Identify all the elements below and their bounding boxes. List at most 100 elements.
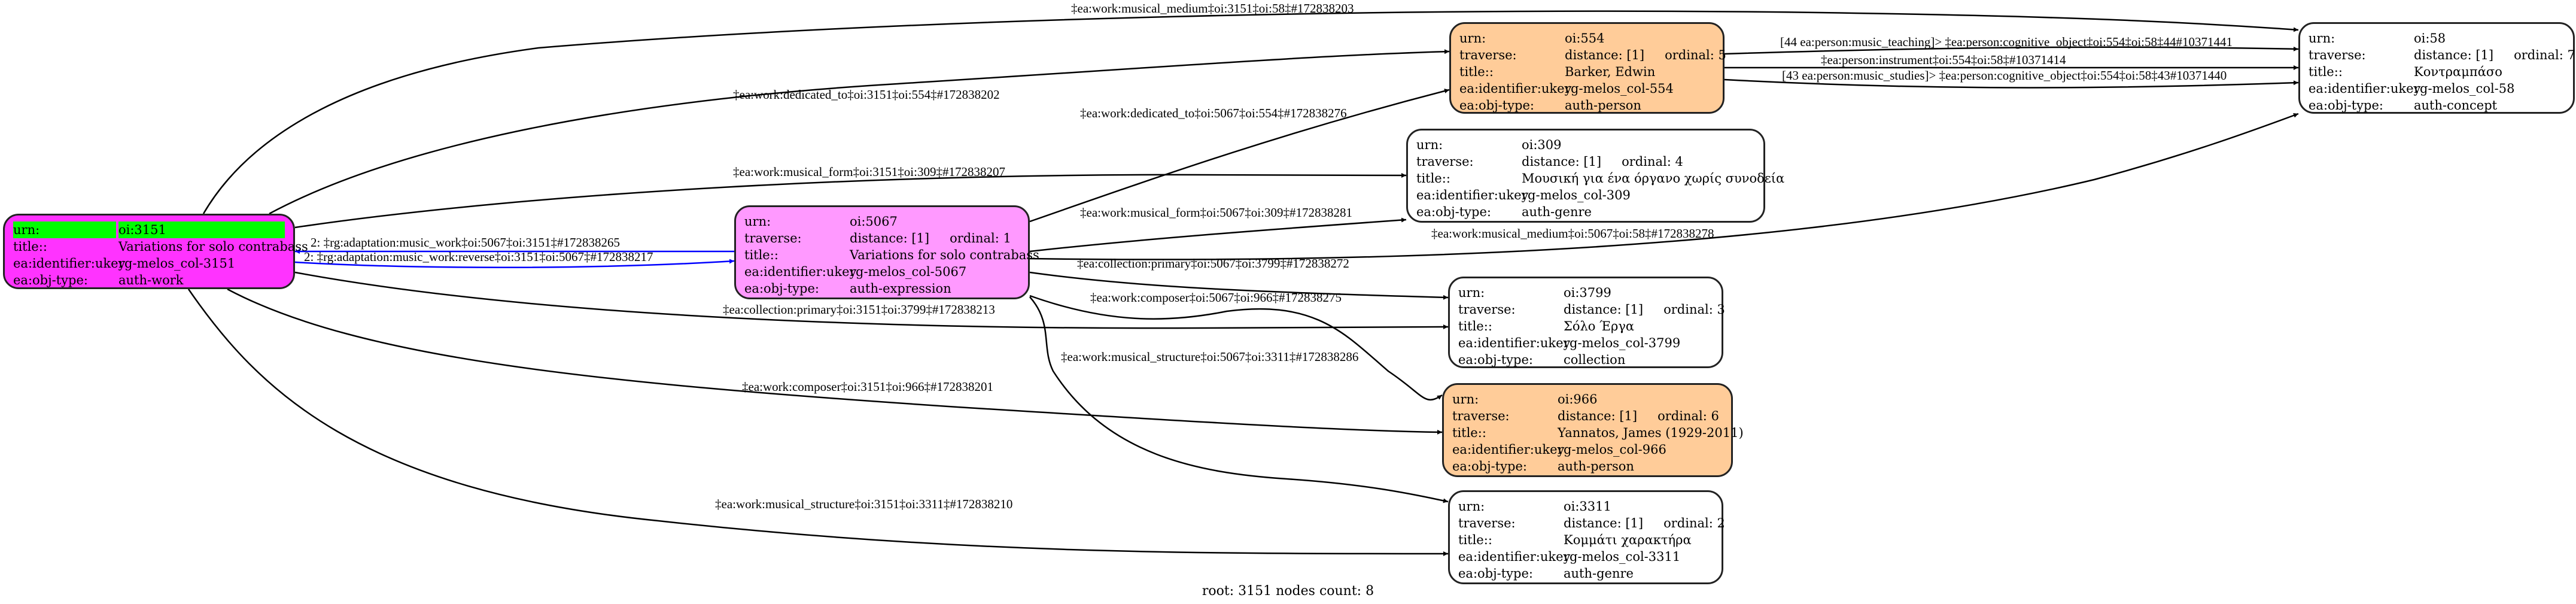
field-value-text: oi:58	[2414, 31, 2446, 45]
field-ordinal: ordinal: 1	[950, 231, 1011, 245]
field-key: ea:identifier:ukey	[1459, 81, 1572, 96]
field-key: traverse:	[1458, 302, 1516, 317]
edge-3151-to-5067	[294, 259, 735, 269]
edge-554-to-58	[1724, 78, 2299, 89]
field-value-text: Yannatos, James (1929-2011)	[1558, 426, 1744, 440]
node-field-row: urn: oi:5067	[744, 213, 1020, 230]
field-key: title::	[2309, 65, 2343, 79]
field-value: Μουσική για ένα όργανο χωρίς συνοδεία	[1522, 170, 1784, 187]
field-value-text: Σόλο Έργα	[1564, 319, 1635, 333]
field-value: auth-genre	[1564, 565, 1713, 582]
node-field-row: title::Μουσική για ένα όργανο χωρίς συνο…	[1416, 170, 1784, 187]
field-value: distance: [1]ordinal: 6	[1558, 408, 1723, 424]
edge-5067-to-3311	[1029, 296, 1449, 503]
field-value-text: rg-melos_col-5067	[850, 265, 967, 279]
edge-label: 2: ‡rg:adaptation:music_work‡oi:5067‡oi:…	[311, 235, 620, 250]
field-value-text: rg-melos_col-3151	[118, 256, 236, 271]
field-value-text: distance: [1]	[2414, 48, 2494, 62]
field-key: ea:obj-type:	[744, 281, 819, 296]
field-key: ea:obj-type:	[13, 273, 88, 287]
field-value: distance: [1]ordinal: 3	[1564, 301, 1725, 318]
field-key: title::	[1459, 65, 1494, 79]
field-value-text: distance: [1]	[1564, 516, 1644, 530]
field-value: distance: [1]ordinal: 7	[2414, 47, 2575, 63]
field-value: oi:3311	[1564, 498, 1713, 515]
field-key: traverse:	[2309, 48, 2366, 62]
field-value: oi:58	[2414, 30, 2565, 47]
edge-label: ‡ea:work:musical_medium‡oi:5067‡oi:58‡#1…	[1431, 226, 1714, 241]
field-value-text: rg-melos_col-58	[2414, 81, 2515, 96]
field-value-text: Barker, Edwin	[1565, 65, 1656, 79]
field-value-text: oi:309	[1522, 138, 1562, 152]
field-key: title::	[13, 239, 47, 254]
field-value-text: distance: [1]	[1565, 48, 1645, 62]
field-value-text: Variations for solo contrabass	[850, 248, 1039, 262]
edge-label: [43 ea:person:music_studies]> ‡ea:person…	[1782, 68, 2227, 83]
edge-3151-to-309	[294, 172, 1407, 229]
node-field-row: ea:obj-type: auth-work	[13, 272, 285, 289]
edge-5067-to-309	[1029, 217, 1407, 253]
field-key: traverse:	[1416, 154, 1474, 169]
field-value: auth-genre	[1522, 204, 1755, 220]
edge-label: ‡ea:work:composer‡oi:5067‡oi:966‡#172838…	[1090, 290, 1342, 305]
field-value-text: rg-melos_col-3799	[1564, 336, 1681, 350]
field-value: distance: [1]ordinal: 4	[1522, 153, 1755, 170]
field-key: traverse:	[744, 231, 802, 245]
field-key: title::	[744, 248, 778, 262]
field-key: title::	[1416, 171, 1450, 186]
field-value: oi:3799	[1564, 284, 1713, 301]
edge-label: ‡ea:work:musical_form‡oi:5067‡oi:309‡#17…	[1080, 205, 1352, 220]
node-oi-3799[interactable]: urn: oi:3799 traverse: distance: [1]ordinal…	[1448, 277, 1725, 368]
field-key: ea:obj-type:	[1452, 459, 1527, 474]
field-value-text: auth-person	[1558, 459, 1634, 474]
node-field-row: ea:obj-type:auth-person	[1459, 97, 1714, 114]
field-value-text: oi:3151	[118, 223, 166, 237]
node-field-row: title::Variations for solo contrabass	[744, 247, 1039, 263]
node-field-row: ea:obj-type:collection	[1458, 351, 1713, 368]
field-key: urn:	[1458, 286, 1485, 300]
field-value-text: auth-concept	[2414, 98, 2498, 113]
field-key: title::	[1458, 533, 1492, 547]
node-field-row: title::Σόλο Έργα	[1458, 318, 1713, 335]
field-ordinal: ordinal: 5	[1665, 48, 1726, 62]
node-field-row: ea:obj-type:auth-concept	[2309, 97, 2565, 114]
edge-3151-to-554	[269, 49, 1450, 215]
node-field-row: ea:obj-type: auth-person	[1452, 458, 1723, 475]
field-value: auth-person	[1565, 97, 1714, 114]
node-oi-5067[interactable]: urn: oi:5067 traverse: distance: [1] ordinal…	[734, 205, 1039, 299]
field-value-text: auth-work	[118, 273, 184, 287]
field-value: distance: [1]ordinal: 2	[1564, 515, 1725, 532]
node-field-row: ea:obj-type:auth-genre	[1416, 204, 1755, 220]
node-field-row: traverse:distance: [1]ordinal: 6	[1452, 408, 1723, 424]
edge-label: ‡ea:work:composer‡oi:3151‡oi:966‡#172838…	[742, 380, 993, 394]
edge-label: [44 ea:person:music_teaching]> ‡ea:perso…	[1780, 35, 2233, 49]
field-key: title::	[1452, 426, 1486, 440]
field-key: ea:identifier:ukey	[1416, 188, 1529, 202]
field-value-text: auth-person	[1565, 98, 1641, 113]
field-key: urn:	[744, 214, 771, 229]
field-key: traverse:	[1458, 516, 1516, 530]
field-value-text: oi:5067	[850, 214, 898, 229]
node-field-row: title::Κοντραμπάσο	[2309, 63, 2565, 80]
node-field-row: traverse: distance: [1]ordinal: 4	[1416, 153, 1755, 170]
field-value: Variations for solo contrabass	[118, 238, 308, 255]
node-field-row: title::Κομμάτι χαρακτήρα	[1458, 532, 1713, 548]
field-value-text: distance: [1]	[850, 231, 930, 245]
field-value: auth-person	[1558, 458, 1723, 475]
field-ordinal: ordinal: 4	[1622, 154, 1683, 169]
field-value: auth-concept	[2414, 97, 2565, 114]
field-key: traverse:	[1459, 48, 1517, 62]
node-field-row: urn:oi:966	[1452, 391, 1723, 408]
field-value: Yannatos, James (1929-2011)	[1558, 424, 1744, 441]
field-value: Variations for solo contrabass	[850, 247, 1039, 263]
